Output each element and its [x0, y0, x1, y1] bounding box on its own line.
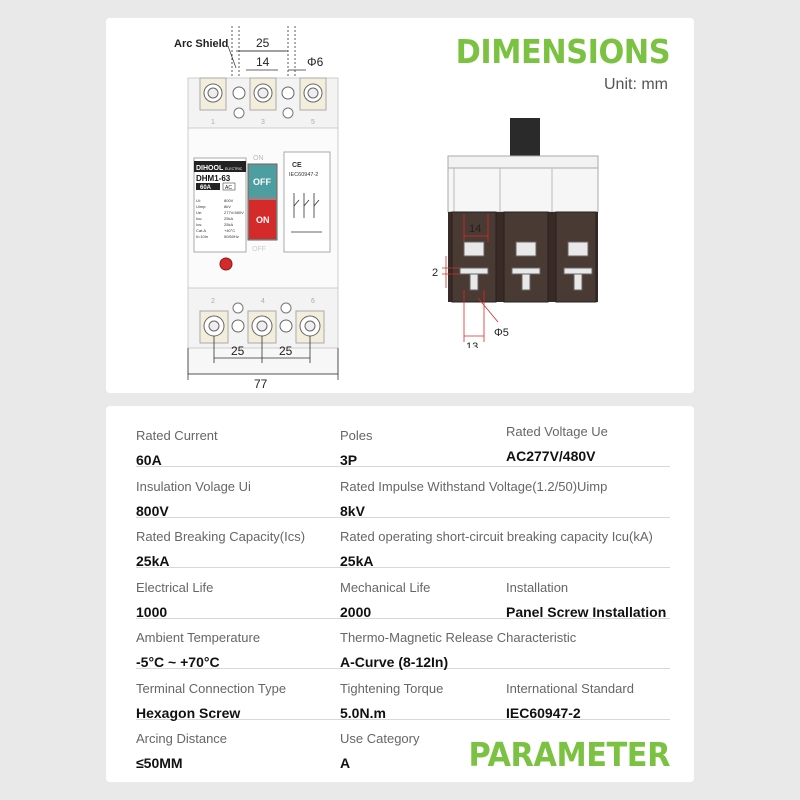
- cert-text: IEC60947-2: [289, 172, 318, 178]
- dim-25-top: 25: [256, 36, 270, 50]
- svg-text:25kA: 25kA: [224, 216, 233, 221]
- brand-sub-text: ELECTRIC: [225, 167, 243, 171]
- parameter-title: PARAMETER: [468, 735, 671, 774]
- on-button: [249, 200, 276, 239]
- param-label: Rated operating short-circuit breaking c…: [340, 529, 653, 544]
- param-value: 5.0N.m: [340, 705, 386, 721]
- svg-text:Ii=10In: Ii=10In: [196, 234, 208, 239]
- param-value: Panel Screw Installation: [506, 604, 667, 620]
- param-row-3: Rated Breaking Capacity(Ics) 25kA Rated o…: [136, 517, 670, 569]
- param-value: ≤50MM: [136, 755, 183, 771]
- terminal-top-5: 5: [311, 119, 315, 126]
- param-label: Mechanical Life: [340, 580, 431, 595]
- terminal-bottom-4: 4: [261, 298, 265, 305]
- param-label: Electrical Life: [136, 580, 214, 595]
- terminal-bottom-6: 6: [311, 298, 315, 305]
- param-label: Tightening Torque: [340, 681, 444, 696]
- param-value: 60A: [136, 452, 162, 468]
- param-value: 8kV: [340, 503, 365, 519]
- dim-25-right: 25: [279, 344, 293, 358]
- parameters-card: Rated Current 60A Poles 3P Rated Voltage U…: [106, 406, 694, 782]
- terminal-top-3: 3: [261, 119, 265, 126]
- svg-text:25kA: 25kA: [224, 222, 233, 227]
- param-row-2: Insulation Volage Ui 800V Rated Impulse W…: [136, 467, 670, 519]
- side-dim-13: 13: [466, 341, 478, 348]
- svg-text:Ui:: Ui:: [196, 198, 201, 203]
- svg-text:Ics:: Ics:: [196, 222, 202, 227]
- param-label: Thermo-Magnetic Release Characteristic: [340, 630, 577, 645]
- param-value: Hexagon Screw: [136, 705, 241, 721]
- on-button-text: ON: [256, 215, 270, 225]
- param-value: 1000: [136, 604, 168, 620]
- model-text: DHM1-63: [196, 174, 231, 183]
- param-label: Ambient Temperature: [136, 630, 261, 645]
- side-view-drawing: 14 2 13 Φ5: [432, 118, 599, 348]
- unit-label: Unit: mm: [604, 76, 668, 93]
- param-value: 25kA: [136, 553, 170, 569]
- param-value: A: [340, 755, 351, 771]
- terminal-top-1: 1: [211, 119, 215, 126]
- svg-text:+40°C: +40°C: [224, 228, 235, 233]
- svg-text:CE: CE: [292, 162, 302, 169]
- param-label: Terminal Connection Type: [136, 681, 287, 696]
- param-label: Installation: [506, 580, 569, 595]
- dim-phi6: Φ6: [307, 55, 324, 69]
- front-view-drawing: Arc Shield 25 14 Φ6 1 3 5: [174, 26, 339, 391]
- svg-text:8kV: 8kV: [224, 204, 231, 209]
- svg-text:277V/480V: 277V/480V: [224, 210, 244, 215]
- svg-text:Ue:: Ue:: [196, 210, 202, 215]
- brand-text: DIHOOL: [196, 165, 224, 172]
- param-value: 25kA: [340, 553, 374, 569]
- terminal-bottom-2: 2: [211, 298, 215, 305]
- off-bottom-text: OFF: [252, 246, 266, 253]
- param-label: Poles: [340, 428, 373, 443]
- ac-text: AC: [225, 185, 232, 191]
- param-label: Insulation Volage Ui: [136, 479, 251, 494]
- param-value: 800V: [136, 503, 169, 519]
- param-value: A-Curve (8-12In): [340, 654, 449, 670]
- dimensions-title: DIMENSIONS: [455, 32, 670, 71]
- param-value: IEC60947-2: [506, 705, 581, 721]
- param-label: Rated Impulse Withstand Voltage(1.2/50)U…: [340, 479, 608, 494]
- param-label: Rated Breaking Capacity(Ics): [136, 529, 306, 544]
- side-dim-14: 14: [469, 223, 481, 235]
- svg-text:50/60Hz: 50/60Hz: [224, 234, 239, 239]
- svg-text:Icu:: Icu:: [196, 216, 202, 221]
- side-dim-2: 2: [432, 267, 438, 279]
- current-text: 60A: [200, 185, 212, 191]
- off-button-text: OFF: [253, 177, 271, 187]
- indicator-light: [219, 257, 233, 271]
- param-row-1: Rated Current 60A Poles 3P Rated Voltage U…: [136, 416, 670, 468]
- top-terminals: [199, 77, 327, 119]
- dim-14-top: 14: [256, 55, 270, 69]
- param-value: AC277V/480V: [506, 448, 596, 464]
- param-label: Rated Current: [136, 428, 218, 443]
- svg-text:800V: 800V: [224, 198, 234, 203]
- param-value: -5°C ~ +70°C: [136, 654, 220, 670]
- side-dim-phi5: Φ5: [494, 327, 509, 339]
- dimensions-card: DIMENSIONS Unit: mm Arc Shield 25 14 Φ6: [106, 18, 694, 393]
- param-label: Rated Voltage Ue: [506, 424, 608, 439]
- param-label: Arcing Distance: [136, 731, 228, 746]
- param-value: 2000: [340, 604, 372, 620]
- param-label: Use Category: [340, 731, 420, 746]
- svg-text:Uimp:: Uimp:: [196, 204, 206, 209]
- dim-77: 77: [254, 377, 268, 391]
- on-top-text: ON: [253, 155, 264, 162]
- svg-text:Cat.A: Cat.A: [196, 228, 206, 233]
- off-button: [249, 165, 276, 197]
- arc-shield-label: Arc Shield: [174, 38, 228, 50]
- param-label: International Standard: [506, 681, 634, 696]
- dim-25-left: 25: [231, 344, 245, 358]
- param-row-5: Ambient Temperature -5°C ~ +70°C Thermo-M…: [136, 618, 670, 670]
- param-value: 3P: [340, 452, 358, 468]
